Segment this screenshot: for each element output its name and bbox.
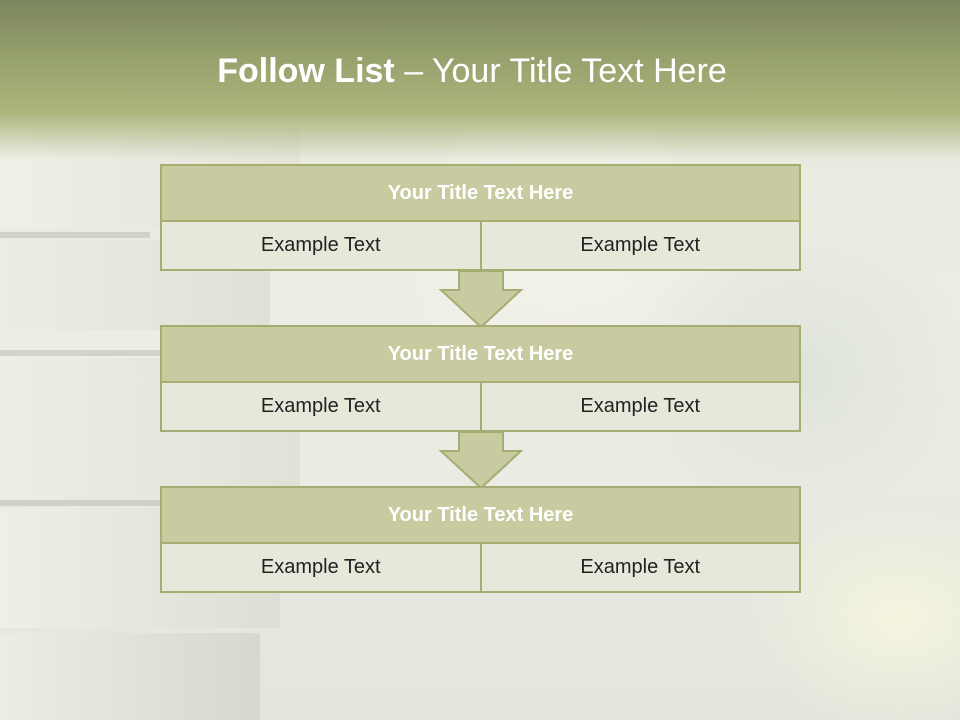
slide-title-bold: Follow List — [217, 52, 395, 90]
slide-title-rest: – Your Title Text Here — [394, 52, 727, 90]
block-cell-left[interactable]: Example Text — [160, 383, 482, 432]
header-band — [0, 0, 960, 160]
block-title[interactable]: Your Title Text Here — [160, 325, 801, 383]
book-edge — [0, 232, 150, 238]
block-cell-right[interactable]: Example Text — [481, 544, 801, 593]
block-row: Example Text Example Text — [160, 383, 801, 432]
block-cell-left[interactable]: Example Text — [160, 544, 482, 593]
list-block-3[interactable]: Your Title Text Here Example Text Exampl… — [160, 486, 801, 593]
down-arrow-icon — [438, 431, 524, 490]
list-block-1[interactable]: Your Title Text Here Example Text Exampl… — [160, 164, 801, 271]
block-cell-right[interactable]: Example Text — [481, 222, 801, 271]
block-cell-right[interactable]: Example Text — [481, 383, 801, 432]
block-row: Example Text Example Text — [160, 222, 801, 271]
block-cell-left[interactable]: Example Text — [160, 222, 482, 271]
block-row: Example Text Example Text — [160, 544, 801, 593]
slide-title: Follow List – Your Title Text Here — [0, 52, 944, 91]
book-spine — [0, 633, 260, 720]
book-edge — [0, 350, 200, 356]
down-arrow-icon — [438, 270, 524, 329]
block-title[interactable]: Your Title Text Here — [160, 486, 801, 544]
book-edge — [0, 500, 160, 506]
block-title[interactable]: Your Title Text Here — [160, 164, 801, 222]
list-block-2[interactable]: Your Title Text Here Example Text Exampl… — [160, 325, 801, 432]
